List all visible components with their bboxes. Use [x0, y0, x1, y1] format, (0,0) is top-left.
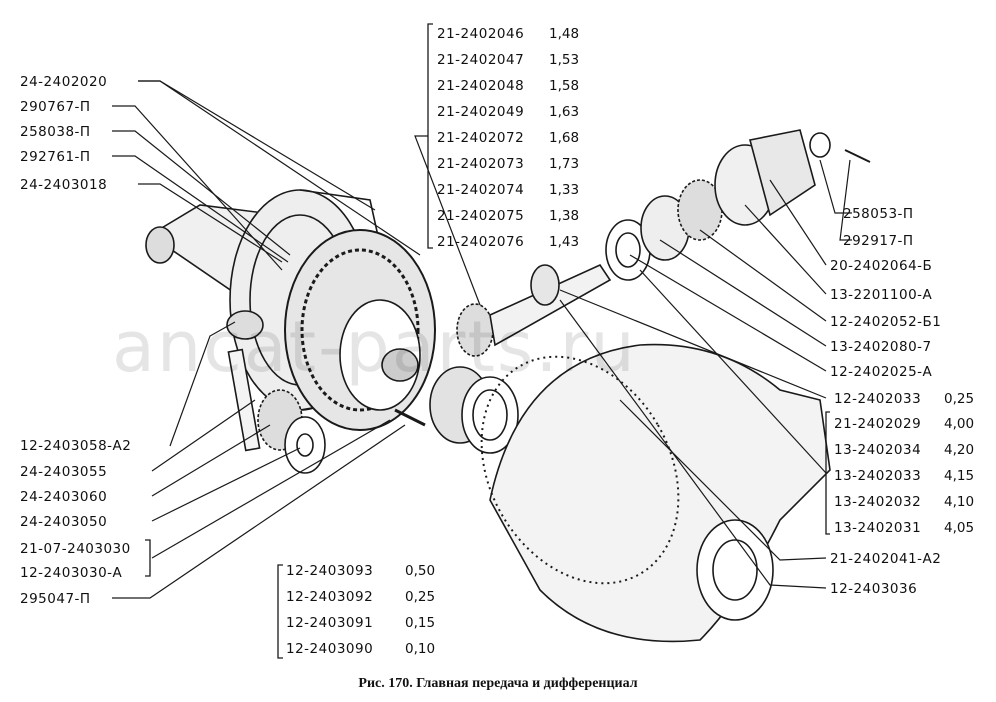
- part-label: 12-2402025-А: [830, 364, 933, 380]
- top-code: 21-2402047: [437, 52, 525, 68]
- figure-caption: Рис. 170. Главная передача и дифференциа…: [358, 676, 638, 691]
- pinion-bearings: [605, 129, 871, 281]
- top-code: 21-2402046: [437, 26, 525, 42]
- part-label: 12-2402052-Б1: [830, 314, 942, 330]
- top-value: 1,73: [549, 156, 580, 172]
- bottom-value: 0,25: [405, 589, 436, 605]
- right-code: 21-2402029: [834, 416, 922, 432]
- part-label: 258053-П: [843, 206, 914, 222]
- top-value: 1,53: [549, 52, 580, 68]
- bottom-code: 12-2403093: [286, 563, 374, 579]
- part-label: 20-2402064-Б: [830, 258, 933, 274]
- right-code: 12-2402033: [834, 391, 922, 407]
- side-gears: [226, 310, 326, 474]
- part-label: 292917-П: [843, 233, 914, 249]
- top-code: 21-2402048: [437, 78, 525, 94]
- bottom-value: 0,15: [405, 615, 436, 631]
- top-code: 21-2402075: [437, 208, 525, 224]
- bottom-value: 0,10: [405, 641, 436, 657]
- right-value: 4,15: [944, 468, 975, 484]
- pin: [394, 408, 426, 427]
- part-label: 290767-П: [20, 99, 91, 115]
- axle-housing: [480, 343, 831, 643]
- right-code: 13-2402031: [834, 520, 922, 536]
- leader-lines: [112, 80, 852, 599]
- top-code: 21-2402072: [437, 130, 525, 146]
- top-code: 21-2402049: [437, 104, 525, 120]
- top-code: 21-2402074: [437, 182, 525, 198]
- part-label: 24-2403055: [20, 464, 108, 480]
- right-value: 4,20: [944, 442, 975, 458]
- part-label: 21-07-2403030: [20, 541, 131, 557]
- part-label: 258038-П: [20, 124, 91, 140]
- top-value: 1,33: [549, 182, 580, 198]
- right-code: 13-2402034: [834, 442, 922, 458]
- watermark: ancat-parts.ru: [112, 306, 637, 388]
- differential-bearing: [429, 366, 519, 454]
- top-value: 1,48: [549, 26, 580, 42]
- part-label: 24-2403018: [20, 177, 108, 193]
- part-label: 24-2402020: [20, 74, 108, 90]
- drive-pinion: [456, 263, 612, 357]
- right-value: 4,00: [944, 416, 975, 432]
- bottom-value: 0,50: [405, 563, 436, 579]
- part-label: 13-2402080-7: [830, 339, 932, 355]
- part-label: 12-2403030-А: [20, 565, 123, 581]
- bottom-code: 12-2403090: [286, 641, 374, 657]
- top-value: 1,38: [549, 208, 580, 224]
- top-value: 1,63: [549, 104, 580, 120]
- top-value: 1,43: [549, 234, 580, 250]
- right-code: 13-2402033: [834, 468, 922, 484]
- ring-gear: [284, 229, 436, 431]
- part-label: 24-2403060: [20, 489, 108, 505]
- part-label: 13-2201100-А: [830, 287, 933, 303]
- part-label: 21-2402041-А2: [830, 551, 942, 567]
- part-label: 295047-П: [20, 591, 91, 607]
- right-value: 4,10: [944, 494, 975, 510]
- top-value: 1,58: [549, 78, 580, 94]
- right-code: 13-2402032: [834, 494, 922, 510]
- part-label: 24-2403050: [20, 514, 108, 530]
- part-label: 12-2403058-А2: [20, 438, 132, 454]
- top-value: 1,68: [549, 130, 580, 146]
- top-code: 21-2402073: [437, 156, 525, 172]
- bottom-code: 12-2403092: [286, 589, 374, 605]
- right-value: 0,25: [944, 391, 975, 407]
- bottom-code: 12-2403091: [286, 615, 374, 631]
- right-value: 4,05: [944, 520, 975, 536]
- part-label: 292761-П: [20, 149, 91, 165]
- top-code: 21-2402076: [437, 234, 525, 250]
- part-label: 12-2403036: [830, 581, 918, 597]
